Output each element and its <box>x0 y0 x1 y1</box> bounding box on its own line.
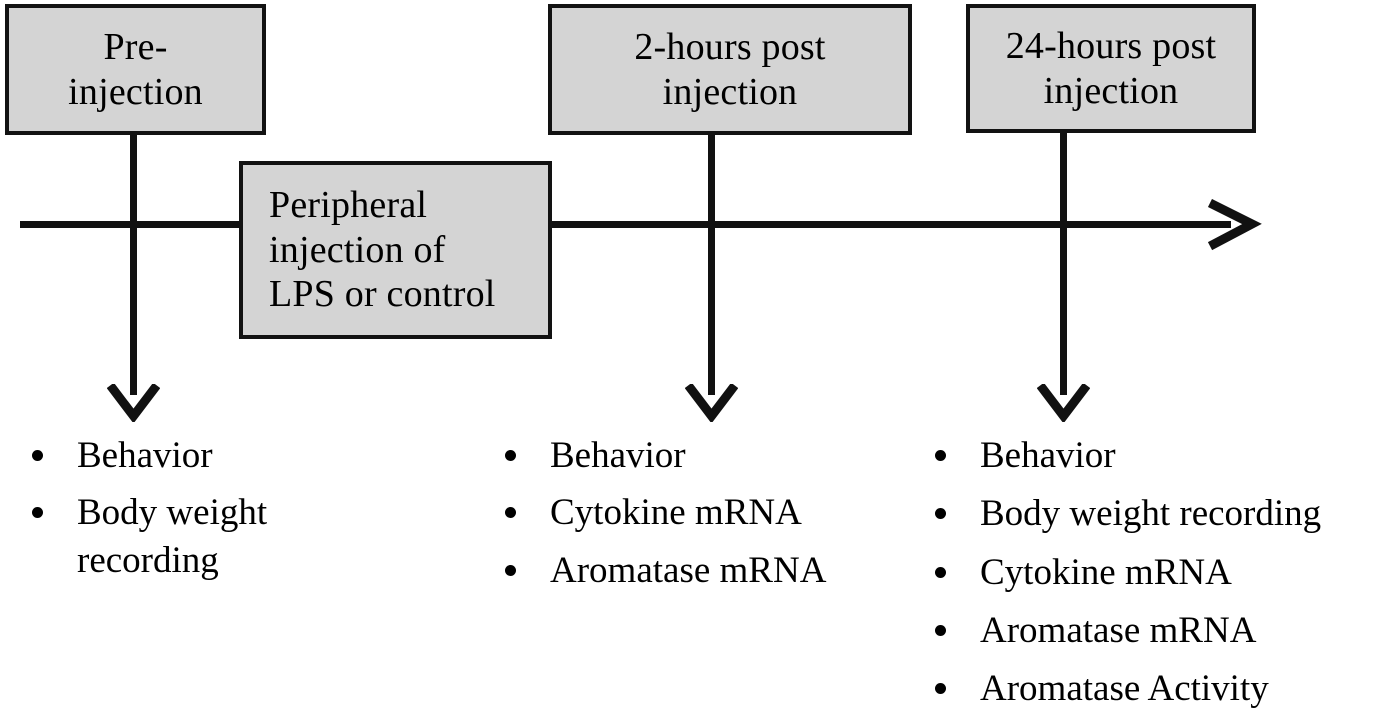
list-item-label: Behavior <box>77 435 213 476</box>
list-item: Body weight recording <box>935 490 1395 537</box>
bullet-icon <box>505 564 516 576</box>
list-item: Aromatase Activity <box>935 665 1395 712</box>
list-item-label: Body weight recording <box>980 493 1322 535</box>
list-item: Cytokine mRNA <box>505 489 925 536</box>
stem-arrowhead-post-24h-icon <box>1037 384 1090 422</box>
list-item: Aromatase mRNA <box>505 547 925 594</box>
stem-post-24h <box>1060 131 1067 395</box>
bullet-icon <box>935 683 946 695</box>
bullet-icon <box>32 507 43 519</box>
list-item: Behavior <box>32 432 362 479</box>
stem-arrowhead-post-2h-icon <box>685 384 738 422</box>
list-item-label: Behavior <box>980 435 1116 476</box>
bullet-icon <box>32 450 43 461</box>
list-item-label: Cytokine mRNA <box>980 551 1232 593</box>
bullet-icon <box>935 566 946 578</box>
timeline-axis-segment-right <box>551 221 1231 228</box>
list-item-label: Aromatase mRNA <box>550 549 827 591</box>
measure-list-post-24h: Behavior Body weight recording Cytokine … <box>935 432 1395 722</box>
measure-list-pre-injection: Behavior Body weight recording <box>32 432 362 594</box>
list-item: Behavior <box>505 432 925 479</box>
list-item-label: Body weight recording <box>77 492 268 581</box>
list-item: Behavior <box>935 432 1395 479</box>
bullet-icon <box>935 625 946 637</box>
list-item: Cytokine mRNA <box>935 549 1395 596</box>
list-item-label: Aromatase Activity <box>980 668 1269 710</box>
timeline-arrowhead-icon <box>1207 199 1262 251</box>
list-item-label: Behavior <box>550 435 686 476</box>
event-box-pre-injection-label: Pre-injection <box>68 25 203 113</box>
list-item: Aromatase mRNA <box>935 607 1395 654</box>
stem-pre-injection <box>130 133 137 395</box>
list-item-label: Cytokine mRNA <box>550 492 802 534</box>
bullet-icon <box>935 508 946 520</box>
bullet-icon <box>505 450 516 461</box>
bullet-icon <box>505 507 516 519</box>
event-box-pre-injection: Pre-injection <box>5 4 266 135</box>
stem-post-2h <box>708 133 715 395</box>
bullet-icon <box>935 450 946 461</box>
list-item-label: Aromatase mRNA <box>980 610 1257 652</box>
timeline-axis-segment-left <box>20 221 239 228</box>
measure-list-post-2h: Behavior Cytokine mRNA Aromatase mRNA <box>505 432 925 604</box>
list-item: Body weight recording <box>32 489 362 584</box>
stem-arrowhead-pre-injection-icon <box>107 384 160 422</box>
